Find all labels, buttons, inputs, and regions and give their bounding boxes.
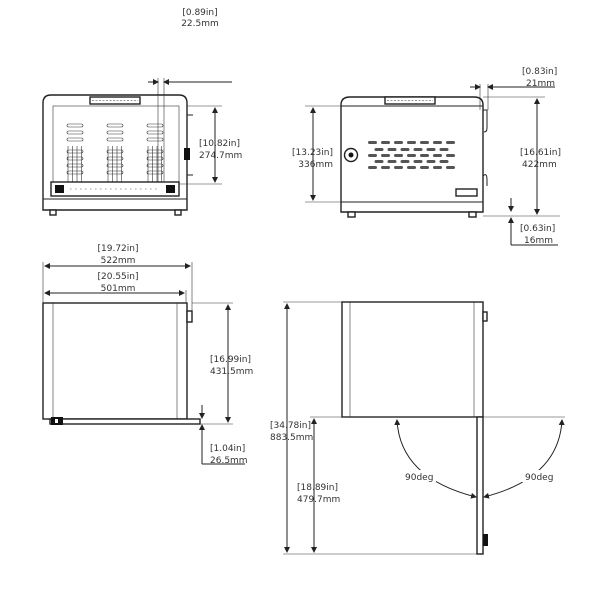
dim-label-mm: 431.5mm: [210, 367, 253, 377]
vent-slot: [400, 148, 410, 151]
dim-label-mm: 26.5mm: [210, 456, 248, 466]
dim-label-in: [0.83in]: [522, 67, 557, 77]
vent-slot: [146, 156, 164, 161]
vent-slot: [146, 149, 164, 154]
vent-slot: [146, 163, 164, 168]
dim-label-in: [19.72in]: [98, 244, 139, 254]
vent-slot: [106, 156, 124, 161]
dim-label-mm: 22.5mm: [181, 19, 219, 29]
vent-slot: [446, 166, 455, 169]
dim-label-in: [10.82in]: [199, 139, 240, 149]
handle: [482, 311, 488, 322]
vent-slot: [374, 148, 384, 151]
dim-label-in: [16.61in]: [520, 148, 561, 158]
vent-slot: [66, 130, 84, 135]
vent-slot: [106, 170, 124, 175]
foot: [468, 211, 477, 218]
vent-slot: [407, 141, 416, 144]
vent-slot: [426, 148, 436, 151]
dim-label-in: [18.89in]: [297, 483, 338, 493]
swing-arc-right: [483, 419, 565, 499]
dim-label-in: [0.63in]: [520, 224, 555, 234]
dim-label-mm: 522mm: [101, 256, 136, 266]
vent-slot: [66, 163, 84, 168]
vent-slot: [420, 166, 429, 169]
vent-slot: [66, 123, 84, 128]
vent-slot: [433, 154, 442, 157]
vent-slot: [66, 137, 84, 142]
vent-slot: [407, 154, 416, 157]
foot: [347, 211, 356, 218]
vent-slot: [146, 123, 164, 128]
vent-slot: [374, 160, 384, 163]
vent-slot: [106, 149, 124, 154]
vent-slot: [66, 149, 84, 154]
lock: [184, 148, 190, 160]
label-plate: [455, 188, 478, 197]
dim-label-mm: 274.7mm: [199, 151, 242, 161]
vent-slot: [426, 160, 436, 163]
vent-slot: [106, 123, 124, 128]
vent-slot: [146, 130, 164, 135]
dim-label-in: [20.55in]: [98, 272, 139, 282]
dim-label-mm: 883.5mm: [270, 433, 313, 443]
vent-slot: [381, 154, 390, 157]
vent-slot: [446, 154, 455, 157]
dim-label-mm: 501mm: [101, 284, 136, 294]
vent-slot: [368, 154, 377, 157]
vent-slot: [446, 141, 455, 144]
dim-label-mm: 336mm: [298, 160, 333, 170]
dim-label-in: [16.99in]: [210, 355, 251, 365]
foot: [49, 209, 57, 216]
vent-slot: [407, 166, 416, 169]
vent-slot: [106, 130, 124, 135]
vent-slot: [439, 160, 449, 163]
dim-label-in: [13.23in]: [292, 148, 333, 158]
dim-label-in: [1.04in]: [210, 444, 245, 454]
side-view: [13.23in] 336mm [0.83in] 21mm [16.61in] …: [292, 67, 561, 246]
open-door-view: [34.78in] 883.5mm [18.89in] 479.7mm 90de…: [270, 301, 565, 555]
angle-label: 90deg: [405, 473, 433, 483]
vent-slot: [439, 148, 449, 151]
vent-slot: [433, 141, 442, 144]
vent-slot: [394, 166, 403, 169]
foot: [174, 209, 182, 216]
latch: [483, 534, 488, 546]
vent-slot: [146, 170, 164, 175]
vent-slot: [106, 163, 124, 168]
vent-slot: [146, 137, 164, 142]
vent-slot: [413, 160, 423, 163]
vent-slot: [106, 137, 124, 142]
vent-slot: [381, 141, 390, 144]
front-view: [0.89in] 22.5mm [10.82in] 274.7mm: [42, 8, 242, 216]
vent-slot: [368, 141, 377, 144]
dim-label-in: [34.78in]: [270, 421, 311, 431]
dim-label-mm: 422mm: [522, 160, 557, 170]
vent-slot: [433, 166, 442, 169]
dim-label-mm: 479.7mm: [297, 495, 340, 505]
dim-label-in: [0.89in]: [182, 8, 217, 18]
vent-slot: [387, 160, 397, 163]
vent-slot: [413, 148, 423, 151]
top-view: [19.72in] 522mm [20.55in] 501mm [16.99in…: [42, 244, 253, 466]
vent-slot: [387, 148, 397, 151]
dim-label-mm: 16mm: [524, 236, 553, 246]
handle: [186, 310, 193, 323]
open-door: [476, 416, 484, 555]
swing-arc-left: [394, 419, 477, 499]
vent-slot: [66, 156, 84, 161]
dim-label-mm: 21mm: [526, 79, 555, 89]
vent-slot: [400, 160, 410, 163]
vent-slot: [381, 166, 390, 169]
vent-slot: [420, 141, 429, 144]
angle-label: 90deg: [525, 473, 553, 483]
vent-slot: [368, 166, 377, 169]
vent-slot: [66, 170, 84, 175]
vent-slot: [394, 141, 403, 144]
vent-slot: [420, 154, 429, 157]
vent-slot: [394, 154, 403, 157]
